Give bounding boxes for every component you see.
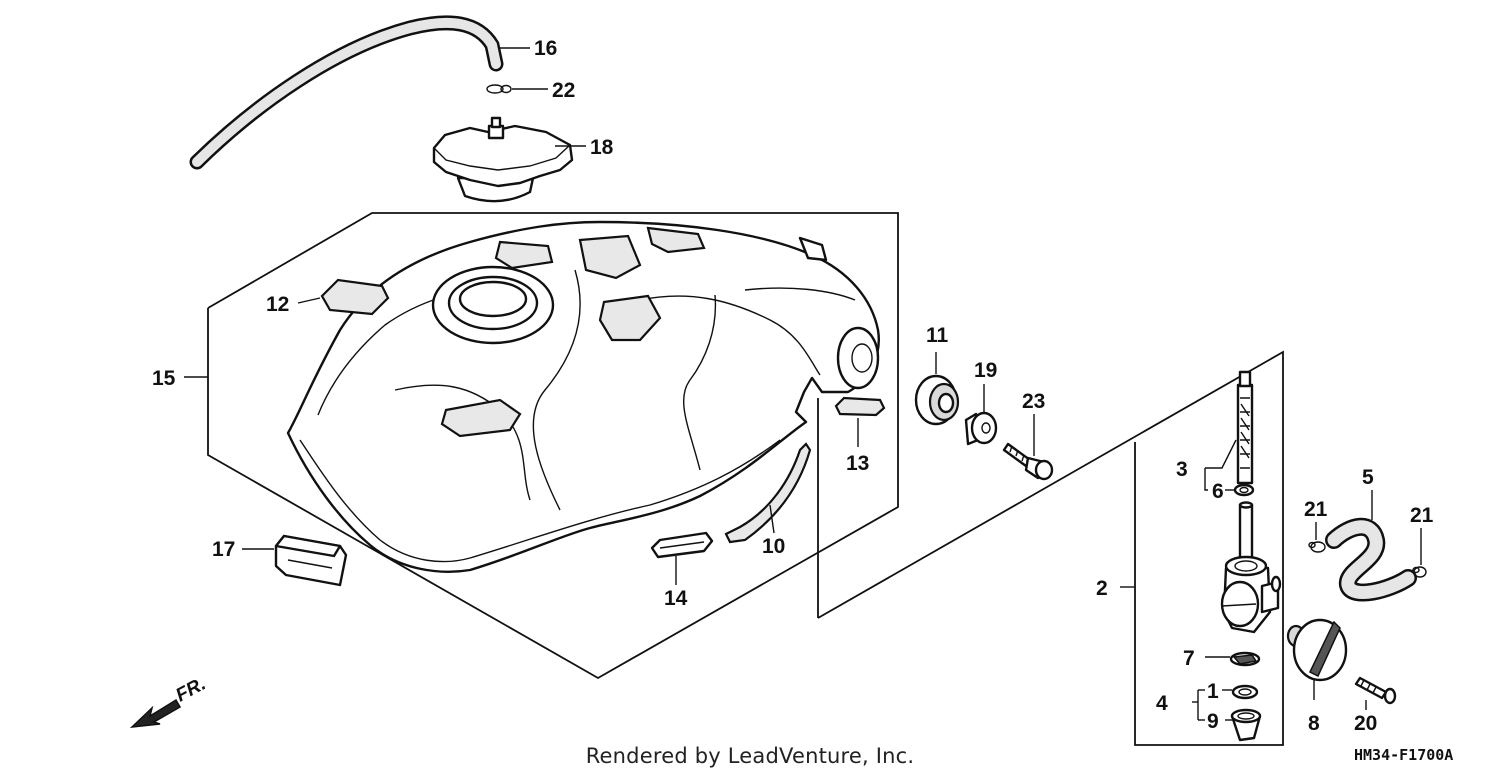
- callout-2: 2: [1096, 577, 1108, 600]
- o-ring-1: [1231, 684, 1259, 700]
- front-direction-arrow: FR.: [129, 674, 209, 728]
- hose-clip: [486, 84, 512, 94]
- callout-16: 16: [534, 37, 557, 60]
- callout-4: 4: [1156, 692, 1168, 715]
- footer-credit: Rendered by LeadVenture, Inc.: [585, 744, 915, 768]
- cushion-17: [274, 534, 348, 587]
- sediment-cup-9: [1230, 708, 1262, 742]
- rubber-pad-12: [320, 278, 390, 316]
- screw-20: [1354, 676, 1397, 705]
- callout-6: 6: [1212, 480, 1224, 503]
- callout-3: 3: [1176, 458, 1188, 481]
- fuel-valve-assembly-box: [817, 350, 1284, 746]
- callout-17: 17: [212, 538, 235, 561]
- o-ring-6: [1233, 483, 1255, 497]
- callout-7: 7: [1183, 647, 1195, 670]
- drawing-code: HM34-F1700A: [1354, 746, 1453, 764]
- callout-19: 19: [974, 359, 997, 382]
- flange-bolt-23: [1002, 442, 1054, 481]
- callout-10: 10: [762, 535, 785, 558]
- callout-18: 18: [590, 136, 614, 159]
- callout-13: 13: [846, 452, 869, 475]
- rubber-strip-10: [724, 442, 812, 544]
- grommet-11: [914, 374, 960, 426]
- callout-22: 22: [552, 79, 575, 102]
- fuel-tank: [286, 220, 880, 573]
- callout-11: 11: [926, 324, 949, 347]
- rubber-pad-14: [650, 531, 714, 559]
- hose-clip-21-left: [1308, 541, 1326, 553]
- fuel-valve-body: [1220, 501, 1282, 634]
- fuel-tank-assembly-box: [207, 212, 899, 680]
- fuel-hose-5: [1325, 517, 1417, 602]
- callout-21-left: 21: [1304, 498, 1328, 521]
- callout-1: 1: [1207, 680, 1219, 703]
- rubber-pad-13: [834, 396, 886, 417]
- callout-5: 5: [1362, 466, 1374, 489]
- collar-19: [964, 411, 998, 446]
- leader-lines: [184, 47, 1422, 721]
- callout-14: 14: [664, 587, 688, 610]
- breather-tube: [189, 15, 504, 170]
- callout-15: 15: [152, 367, 176, 390]
- callout-12: 12: [266, 293, 289, 316]
- front-direction-label: FR.: [172, 674, 209, 707]
- hose-clip-21-right: [1412, 566, 1427, 578]
- callout-23: 23: [1022, 390, 1045, 413]
- fuel-strainer-3: [1236, 370, 1254, 485]
- valve-lever-8: [1286, 618, 1348, 682]
- gasket-7: [1229, 651, 1261, 667]
- callout-labels: 16 22 18 12 15 13 11 19 23 10 14 17 2 3 …: [152, 37, 1434, 735]
- fuel-filler-cap: [432, 116, 574, 203]
- callout-8: 8: [1308, 712, 1320, 735]
- callout-21-right: 21: [1410, 504, 1434, 527]
- callout-9: 9: [1207, 710, 1219, 733]
- callout-20: 20: [1354, 712, 1377, 735]
